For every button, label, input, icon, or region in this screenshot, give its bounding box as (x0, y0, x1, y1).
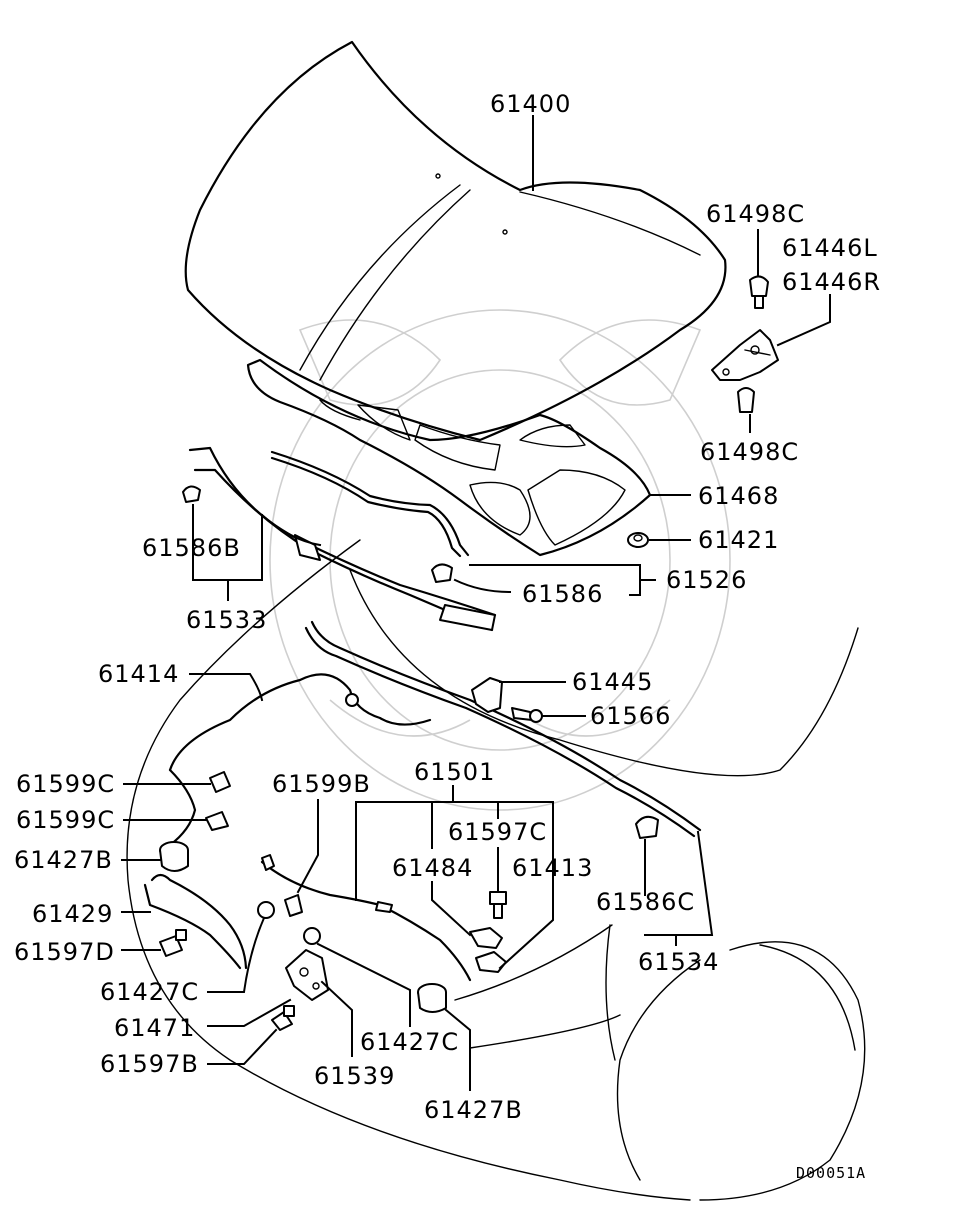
bolt-61597D (159, 929, 187, 957)
label-61586: 61586 (522, 580, 603, 608)
label-61413: 61413 (512, 854, 593, 882)
hood-hinge (711, 329, 779, 381)
clip-61586C (635, 815, 659, 839)
label-61429: 61429 (32, 900, 113, 928)
label-61427C-right: 61427C (360, 1028, 459, 1056)
release-cable (168, 673, 432, 847)
label-61597C: 61597C (448, 818, 547, 846)
label-61446L: 61446L (782, 234, 878, 262)
label-61414: 61414 (98, 660, 179, 688)
part-labels: 61400 61498C 61446L 61446R 61498C 61468 … (14, 90, 881, 1182)
label-61599C-upper: 61599C (16, 770, 115, 798)
bumper-61427B-bottom (417, 983, 447, 1013)
label-61599B: 61599B (272, 770, 371, 798)
label-61400: 61400 (490, 90, 571, 118)
hinge-bolt-upper (749, 275, 769, 309)
drawing-code: D00051A (796, 1164, 866, 1182)
bumper-61427C-left (257, 901, 275, 919)
label-61534: 61534 (638, 948, 719, 976)
hood-lock (285, 949, 329, 1001)
clip-61586B (182, 485, 201, 503)
label-61421: 61421 (698, 526, 779, 554)
label-61471: 61471 (114, 1014, 195, 1042)
label-61427B-bottom: 61427B (424, 1096, 523, 1124)
front-seal-bar (188, 446, 497, 632)
hinge-bolt-lower (737, 387, 755, 413)
cable-clip-61599C-upper (209, 771, 231, 793)
bracket-61413 (475, 951, 507, 973)
lever-cable (260, 854, 472, 982)
label-61586B: 61586B (142, 534, 241, 562)
bumper-61427C-right (303, 927, 321, 945)
leader-lines (121, 115, 831, 1091)
label-61526: 61526 (666, 566, 747, 594)
striker-bracket (471, 677, 503, 713)
label-61597B: 61597B (100, 1050, 199, 1078)
hood-panel (184, 40, 727, 442)
watermark-emblem (269, 309, 731, 811)
label-61468: 61468 (698, 482, 779, 510)
label-61586C: 61586C (596, 888, 695, 916)
cable-clip-61599B (284, 894, 303, 917)
label-61498C-bottom: 61498C (700, 438, 799, 466)
screw-61566 (511, 707, 543, 723)
label-61533: 61533 (186, 606, 267, 634)
label-61427B-left: 61427B (14, 846, 113, 874)
bolt-61597B (271, 1005, 295, 1031)
label-61446R: 61446R (782, 268, 881, 296)
clip-61586 (431, 563, 453, 583)
label-61427C-left: 61427C (100, 978, 199, 1006)
label-61539: 61539 (314, 1062, 395, 1090)
hood-inner-frame (246, 358, 652, 557)
bracket-61484 (469, 927, 503, 949)
label-61484: 61484 (392, 854, 473, 882)
label-61599C-lower: 61599C (16, 806, 115, 834)
label-61445: 61445 (572, 668, 653, 696)
grommet (627, 532, 649, 548)
label-61501: 61501 (414, 758, 495, 786)
bolt-61597C (489, 891, 507, 919)
hood-support-rod (143, 873, 248, 970)
cable-clip-61599C-lower (205, 811, 229, 831)
label-61566: 61566 (590, 702, 671, 730)
hood-weatherstrip (270, 450, 470, 558)
label-61597D: 61597D (14, 938, 115, 966)
bumper-61427B-left (159, 841, 189, 872)
label-61498C-top: 61498C (706, 200, 805, 228)
